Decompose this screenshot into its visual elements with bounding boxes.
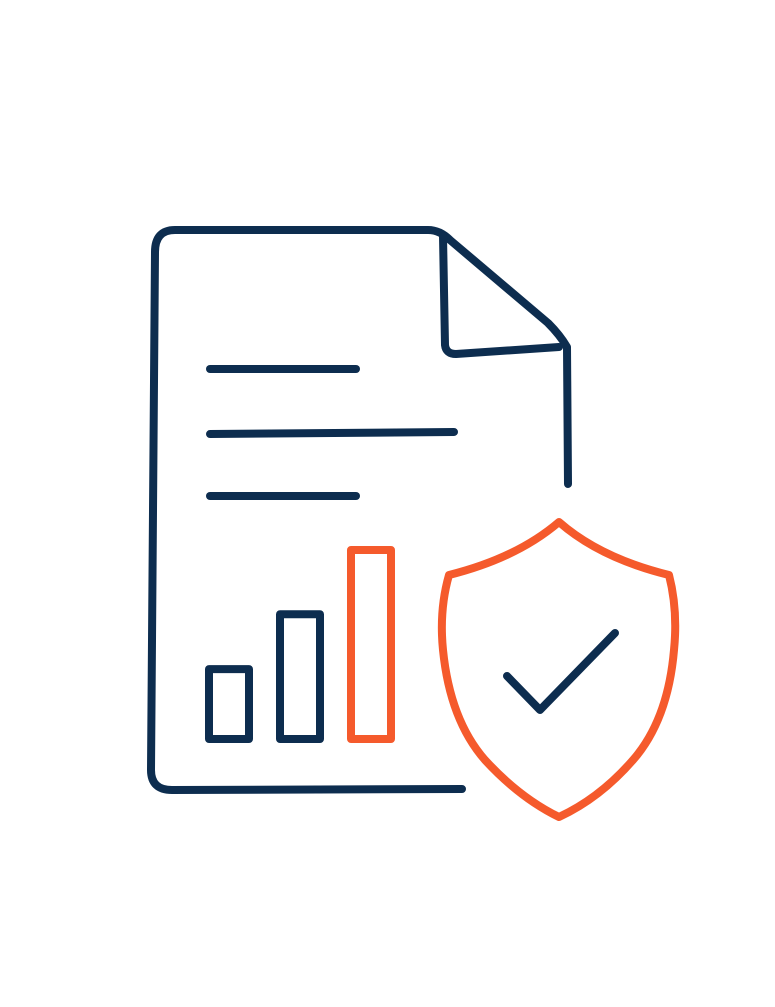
shield-check-icon — [437, 518, 680, 821]
text-line-2 — [206, 428, 458, 438]
shield-outline — [437, 518, 680, 821]
document-outline — [147, 226, 572, 794]
bar-chart-icon — [205, 546, 395, 744]
bar-2 — [276, 610, 324, 744]
document-fold — [439, 232, 563, 358]
checkmark — [503, 629, 619, 714]
document-icon — [147, 226, 572, 794]
bar-1 — [205, 665, 253, 744]
bar-3 — [347, 546, 395, 743]
